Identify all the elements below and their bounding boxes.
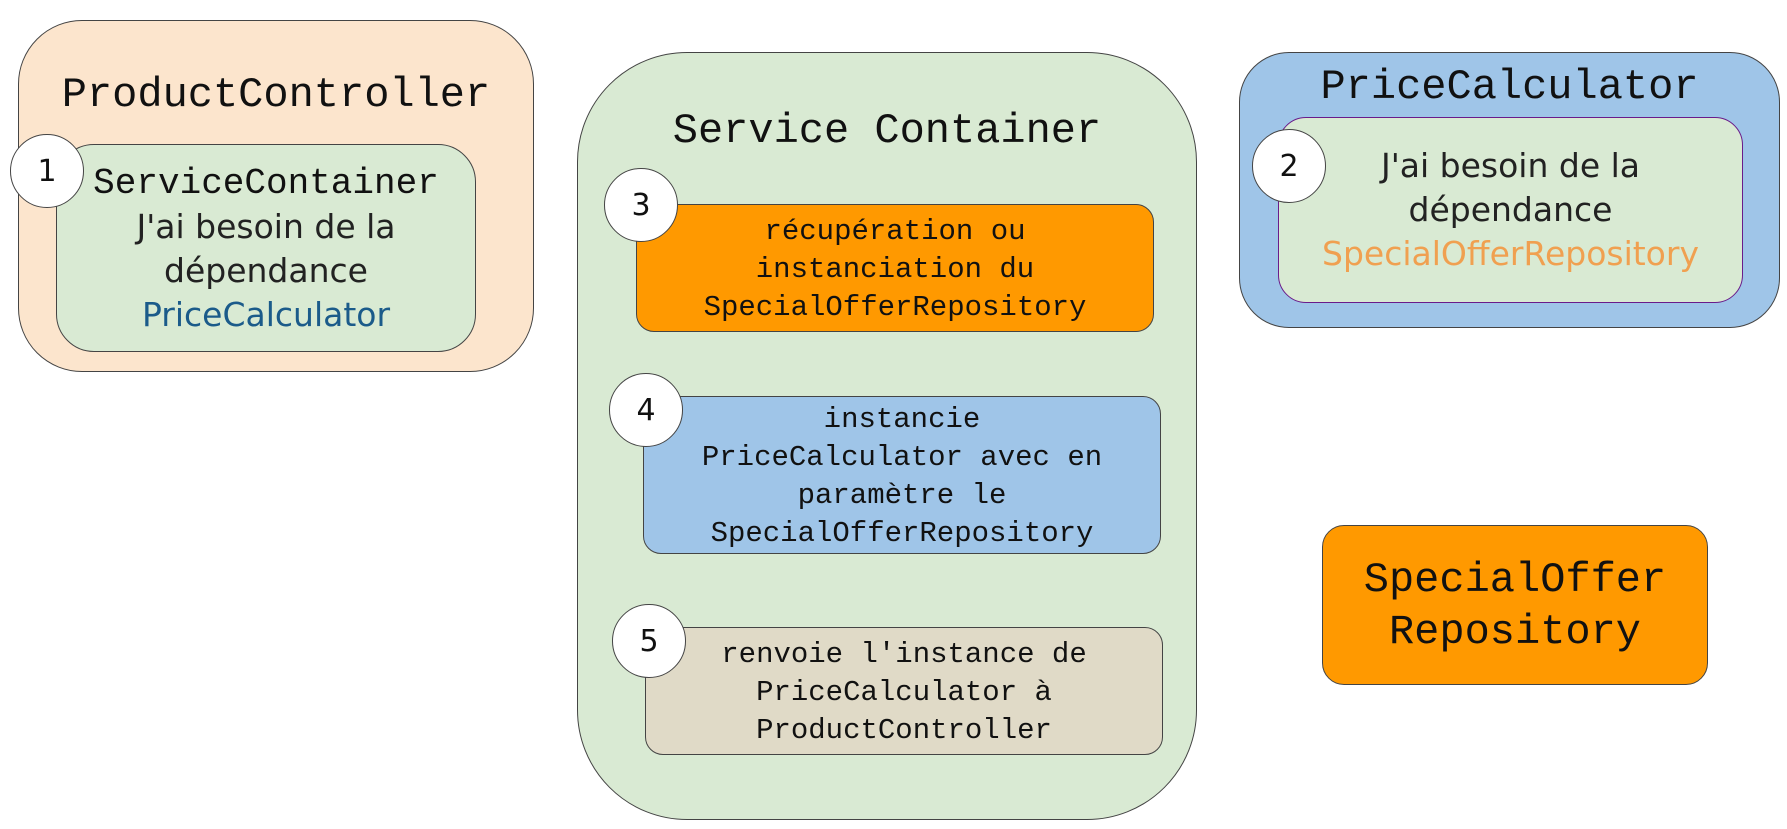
step-badge-2: 2 (1252, 129, 1326, 203)
step-badge-3: 3 (604, 168, 678, 242)
dependency-text: J'ai besoin de la dépendance SpecialOffe… (1279, 144, 1742, 276)
price-calculator-inner-box: J'ai besoin de la dépendance SpecialOffe… (1278, 117, 1743, 303)
special-offer-repository-box: SpecialOffer Repository (1322, 525, 1708, 685)
step-badge-1: 1 (10, 134, 84, 208)
dependency-name: SpecialOfferRepository (1322, 234, 1699, 273)
step-badge-4: 4 (609, 373, 683, 447)
price-calculator-title: PriceCalculator (1320, 63, 1699, 111)
step-badge-5: 5 (612, 604, 686, 678)
product-controller-title: ProductController (61, 71, 491, 119)
step-3-box: récupération ou instanciation du Special… (636, 204, 1154, 332)
dependency-name: PriceCalculator (141, 295, 391, 334)
step-4-text: instancie PriceCalculator avec en paramè… (701, 403, 1103, 550)
step-5-text: renvoie l'instance de PriceCalculator à … (721, 638, 1087, 747)
step-3-text: récupération ou instanciation du Special… (703, 215, 1087, 324)
dependency-text: J'ai besoin de la dépendance PriceCalcul… (57, 205, 475, 337)
step-5-box: renvoie l'instance de PriceCalculator à … (645, 627, 1163, 755)
service-container-label: ServiceContainer (93, 163, 439, 204)
product-controller-inner-box: ServiceContainer J'ai besoin de la dépen… (56, 144, 476, 352)
special-offer-repository-label: SpecialOffer Repository (1363, 556, 1667, 656)
service-container-title: Service Container (672, 107, 1102, 155)
step-4-box: instancie PriceCalculator avec en paramè… (643, 396, 1161, 554)
